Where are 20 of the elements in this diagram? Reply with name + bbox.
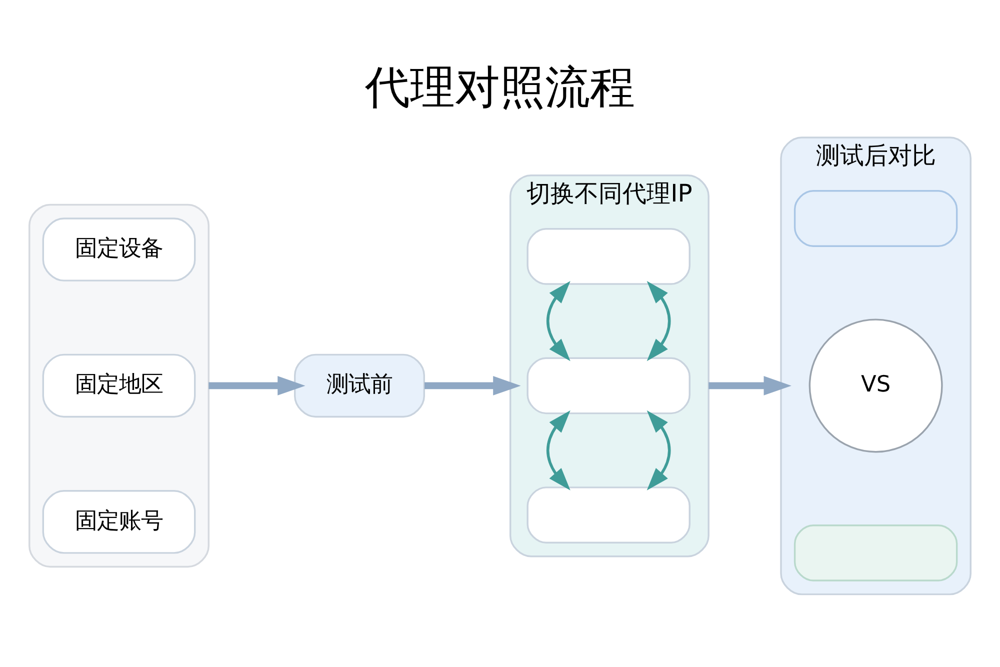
cluster — [28, 203, 210, 568]
diagram-title: 代理对照流程 — [365, 60, 635, 114]
cluster: 切换不同代理IP — [509, 174, 710, 557]
arrow — [208, 376, 306, 395]
node-box — [794, 524, 958, 581]
node-circle: VS — [808, 318, 943, 452]
node-box — [794, 190, 958, 246]
node-box: 测试前 — [294, 353, 425, 418]
arrow — [546, 280, 570, 361]
arrow — [424, 376, 521, 395]
arrow — [708, 376, 792, 395]
node-box: 固定设备 — [42, 217, 196, 281]
node-box — [526, 486, 690, 543]
node-box: 固定账号 — [42, 490, 196, 554]
node-box — [526, 227, 690, 284]
arrow — [646, 410, 671, 490]
arrow — [546, 410, 570, 490]
node-box: 固定地区 — [42, 353, 196, 418]
arrow — [646, 280, 671, 361]
node-box — [526, 356, 690, 414]
